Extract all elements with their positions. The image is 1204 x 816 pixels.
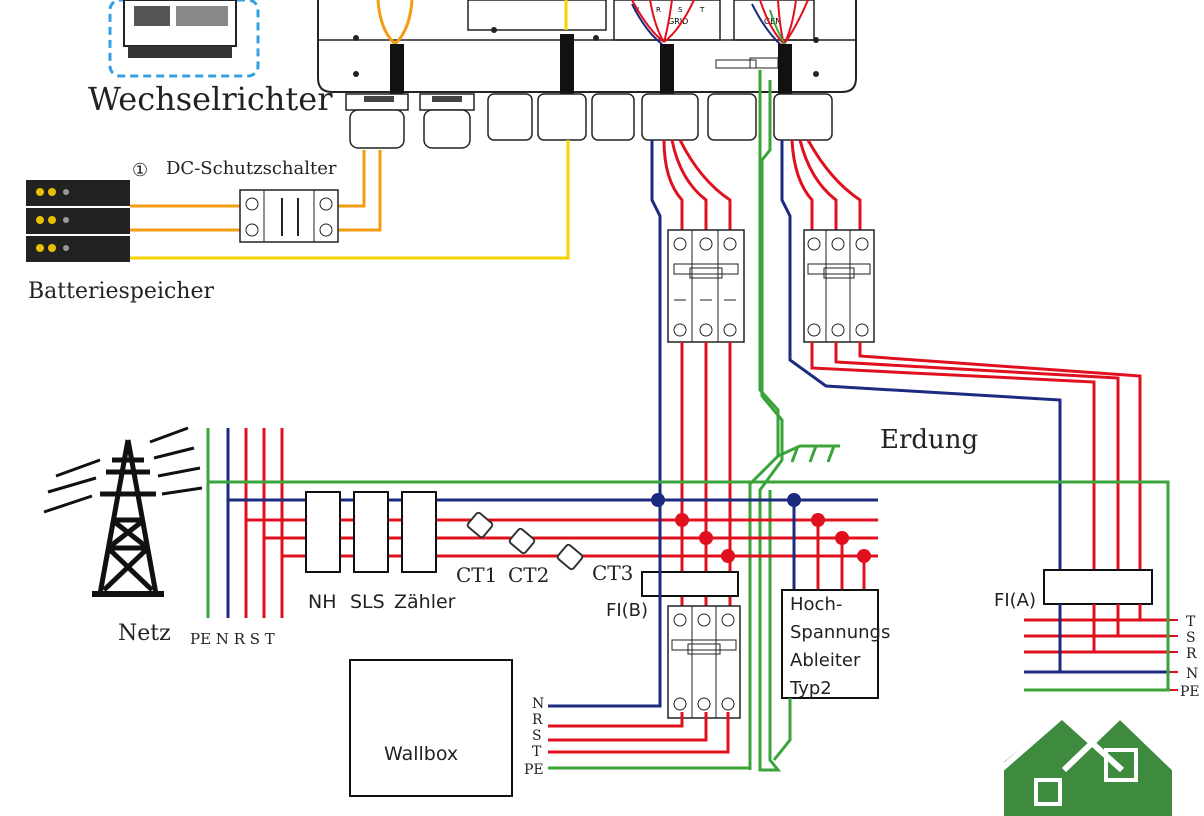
earthing-label: Erdung [880, 425, 978, 455]
inverter-title: Wechselrichter [88, 80, 333, 118]
grid-phase-s: S [678, 6, 683, 14]
svg-text:R: R [1186, 646, 1197, 662]
wallbox-label: Wallbox [384, 743, 458, 765]
svg-text:S: S [532, 728, 542, 744]
meter-boxes [305, 491, 437, 573]
grid-phases-label: PE N R S T [190, 630, 275, 648]
svg-text:N: N [532, 696, 544, 712]
house-icon [998, 711, 1179, 816]
rcd-b-label: FI(B) [606, 600, 648, 621]
svg-text:T: T [532, 744, 542, 760]
nh-label: NH [308, 591, 337, 613]
svg-text:PE: PE [524, 762, 544, 778]
grid-phase-t: T [699, 6, 705, 14]
wallbox [349, 659, 513, 797]
power-pylon [92, 439, 164, 597]
grid-port-label: GRID [668, 17, 688, 26]
surge-line-4: Typ2 [789, 678, 832, 699]
surge-line-1: Hoch- [790, 594, 842, 615]
rcd-a-label: FI(A) [994, 590, 1036, 611]
svg-text:R: R [532, 712, 543, 728]
cable-glands [345, 93, 833, 149]
dc-breaker-label: DC-Schutzschalter [166, 158, 337, 179]
wallbox-breaker [667, 605, 741, 719]
battery-label: Batteriespeicher [28, 279, 214, 304]
gen-port-label: GEN [764, 17, 781, 26]
inverter-thumbnail [108, 0, 260, 78]
ct3-label: CT3 [592, 561, 633, 585]
house-phase-labels: T S R N PE [1180, 614, 1200, 700]
surge-line-2: Spannungs [790, 622, 890, 643]
sls-label: SLS [350, 591, 385, 613]
inverter: N R S T GRID GEN [317, 0, 857, 93]
ac-breaker-grid [667, 229, 745, 343]
svg-text:T: T [1186, 614, 1196, 630]
svg-text:PE: PE [1180, 684, 1200, 700]
dc-breaker [239, 189, 339, 243]
svg-text:S: S [1186, 630, 1196, 646]
ct1-label: CT1 [456, 563, 497, 587]
grid-phase-r: R [656, 6, 661, 14]
dc-breaker-number: ① [132, 160, 148, 181]
battery-stack [26, 180, 130, 262]
ct2-label: CT2 [508, 563, 549, 587]
surge-arrester [781, 589, 879, 699]
ac-breaker-gen [803, 229, 875, 343]
surge-line-3: Ableiter [790, 650, 861, 671]
svg-text:N: N [1186, 666, 1198, 682]
rcd-a [1043, 569, 1153, 605]
grid-label: Netz [118, 621, 171, 646]
wallbox-phase-labels: N R S T PE [524, 696, 544, 778]
rcd-b [641, 571, 739, 597]
ct-clamps [466, 511, 584, 571]
meter-label: Zähler [394, 591, 456, 613]
